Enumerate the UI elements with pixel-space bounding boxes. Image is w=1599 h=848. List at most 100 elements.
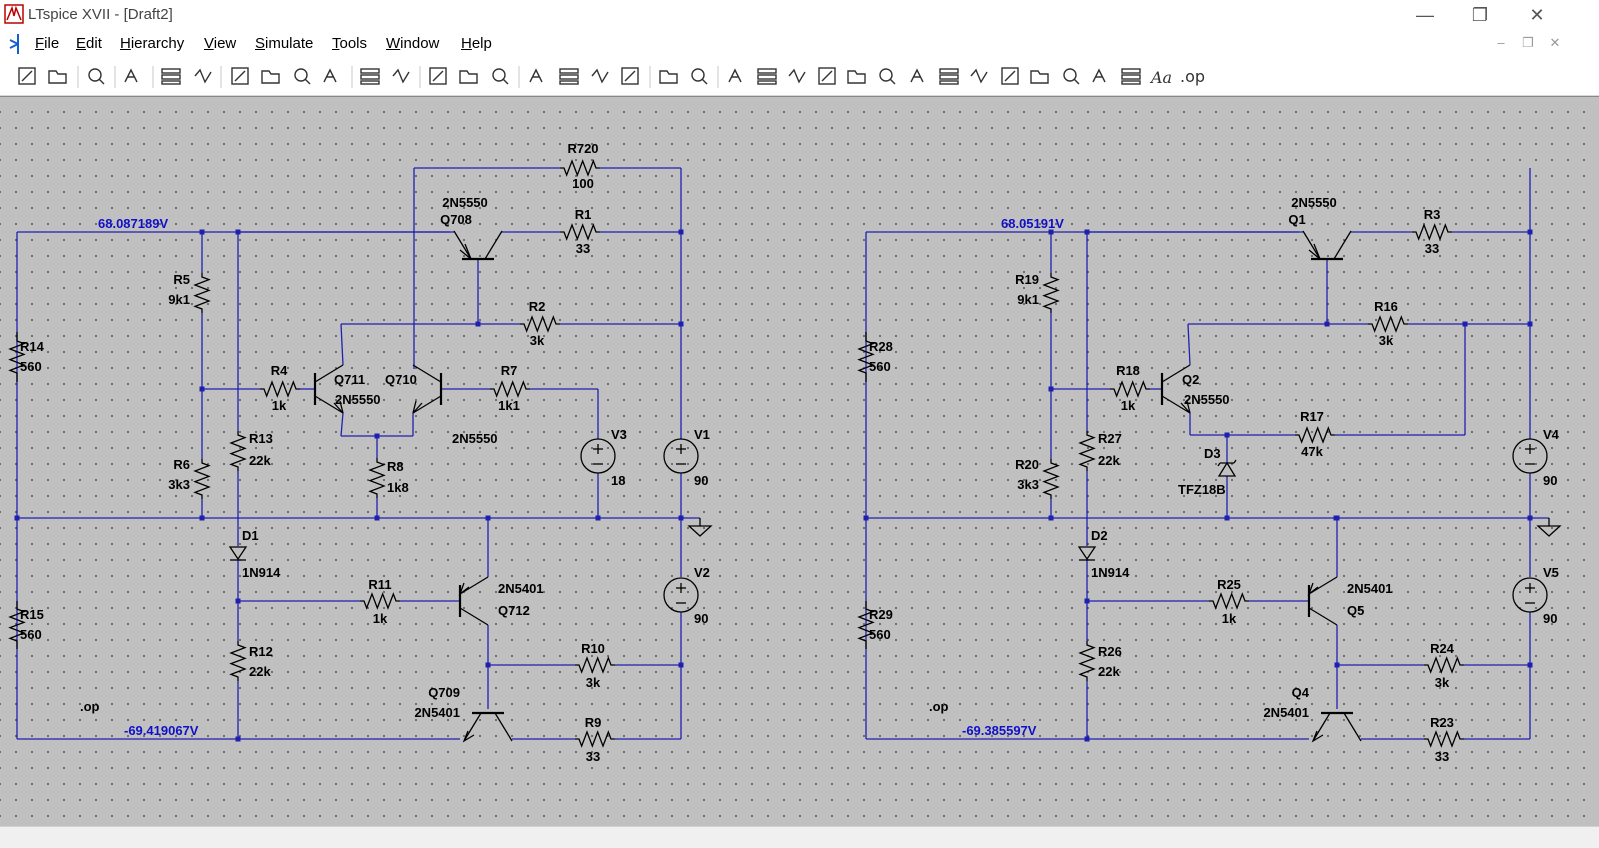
move-icon[interactable] (970, 68, 988, 84)
cascade-icon[interactable] (492, 68, 509, 85)
right-D1[interactable] (1077, 546, 1097, 561)
menu-file[interactable]: File (35, 35, 60, 52)
close-button[interactable]: ✕ (1529, 5, 1545, 25)
zoom-in-icon[interactable] (231, 67, 249, 85)
right-R10[interactable] (1424, 656, 1464, 674)
left-R11[interactable] (360, 592, 400, 610)
right-ground[interactable] (1536, 518, 1562, 537)
wire[interactable] (1187, 323, 1191, 366)
right-D3[interactable] (1217, 459, 1237, 477)
left-R5[interactable] (193, 273, 211, 313)
halt-icon[interactable] (194, 68, 212, 84)
left-R12[interactable] (229, 641, 247, 681)
right-V1[interactable] (1512, 438, 1548, 474)
tile-vertical-icon[interactable] (459, 70, 478, 84)
undo-icon[interactable] (1030, 70, 1049, 84)
copy-icon[interactable] (559, 68, 579, 85)
capacitor-icon[interactable] (847, 70, 866, 84)
run-icon[interactable] (161, 68, 181, 85)
component-icon[interactable] (939, 68, 959, 85)
left-R10[interactable] (575, 656, 615, 674)
left-R13[interactable] (229, 431, 247, 471)
inductor-icon[interactable] (879, 68, 896, 85)
menu-hierarchy[interactable]: Hierarchy (120, 35, 185, 52)
restore-button[interactable]: ❐ (1471, 5, 1489, 25)
mdi-minimize-button[interactable]: – (1497, 35, 1505, 50)
right-R9[interactable] (1424, 730, 1464, 748)
right-R11[interactable] (1209, 592, 1249, 610)
left-R8[interactable] (368, 458, 386, 498)
right-V2[interactable] (1512, 577, 1548, 613)
menu-help[interactable]: Help (461, 35, 492, 52)
left-R6[interactable] (193, 459, 211, 499)
right-R15[interactable] (857, 601, 875, 649)
left-ground[interactable] (687, 518, 713, 537)
spice-directive-button[interactable]: .op (1180, 67, 1205, 86)
zoom-fit-icon[interactable] (323, 68, 337, 83)
right-R5[interactable] (1042, 273, 1060, 313)
pan-icon[interactable] (261, 70, 280, 84)
mdi-close-button[interactable]: ✕ (1549, 35, 1561, 50)
left-R14[interactable] (8, 332, 26, 382)
left-Q709[interactable] (462, 711, 513, 743)
save-icon[interactable] (88, 68, 105, 85)
menu-simulate[interactable]: Simulate (255, 35, 314, 52)
left-Q711[interactable] (313, 364, 344, 414)
left-V1[interactable] (663, 438, 699, 474)
ground-icon[interactable] (757, 68, 777, 85)
right-Q1[interactable] (1302, 230, 1352, 261)
schematic-drawing[interactable]: R14560R15560R59k1R63k3R1322kD11N914R1222… (0, 97, 1599, 827)
menu-view[interactable]: View (204, 35, 237, 52)
diode-icon[interactable] (910, 68, 924, 83)
resistor-icon[interactable] (818, 67, 836, 85)
wire[interactable] (340, 323, 344, 366)
mdi-restore-button[interactable]: ❐ (1522, 35, 1534, 50)
cut-icon[interactable] (529, 68, 543, 83)
print-icon[interactable] (659, 70, 678, 84)
zoom-out-icon[interactable] (294, 68, 311, 85)
new-schematic-icon[interactable] (18, 67, 36, 85)
right-R12[interactable] (1078, 641, 1096, 681)
left-R2[interactable] (520, 315, 560, 333)
right-Q2[interactable] (1160, 364, 1191, 414)
right-R17[interactable] (1295, 426, 1335, 444)
left-R720[interactable] (560, 159, 600, 177)
autorange-icon[interactable] (360, 68, 380, 85)
tile-horizontal-icon[interactable] (429, 67, 447, 85)
right-R6[interactable] (1042, 459, 1060, 499)
last-view-icon[interactable] (392, 68, 410, 84)
right-R13[interactable] (1078, 431, 1096, 471)
schematic-doc-icon[interactable] (6, 32, 26, 56)
right-R18[interactable] (1110, 380, 1150, 398)
left-V3[interactable] (580, 438, 616, 474)
left-R15[interactable] (8, 601, 26, 649)
left-D1[interactable] (228, 546, 248, 561)
left-R4[interactable] (260, 380, 300, 398)
control-panel-icon[interactable] (124, 68, 138, 83)
left-Q712[interactable] (458, 576, 489, 626)
open-icon[interactable] (48, 70, 67, 84)
mirror-icon[interactable] (1121, 68, 1141, 85)
wire[interactable] (340, 412, 344, 437)
menu-edit[interactable]: Edit (76, 35, 102, 52)
paste-icon[interactable] (591, 68, 609, 84)
drag-icon[interactable] (1001, 67, 1019, 85)
left-Q710[interactable] (412, 364, 443, 414)
menu-window[interactable]: Window (386, 35, 440, 52)
minimize-button[interactable]: — (1416, 5, 1434, 25)
left-R7[interactable] (490, 380, 530, 398)
left-V2[interactable] (663, 577, 699, 613)
right-R16[interactable] (1368, 315, 1408, 333)
right-R3[interactable] (1412, 223, 1452, 241)
redo-icon[interactable] (1063, 68, 1080, 85)
find-icon[interactable] (621, 67, 639, 85)
text-tool-label[interactable]: Aa (1149, 68, 1172, 87)
right-Q709[interactable] (1311, 711, 1362, 743)
rotate-icon[interactable] (1092, 68, 1106, 83)
label-net-icon[interactable] (788, 68, 806, 84)
left-R9[interactable] (575, 730, 615, 748)
right-R14[interactable] (857, 332, 875, 382)
left-R1[interactable] (560, 223, 600, 241)
menu-tools[interactable]: Tools (332, 35, 368, 52)
